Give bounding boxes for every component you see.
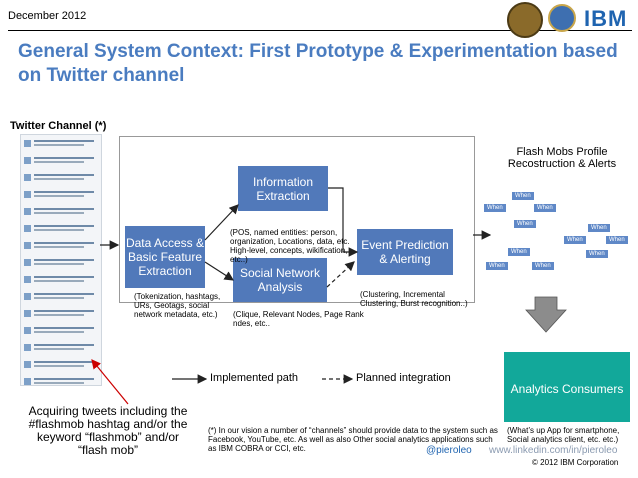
arrow-info-to-event <box>328 187 359 257</box>
arrow-data-to-sna <box>204 261 235 281</box>
clustering-annotation: (Clustering, Incremental Clustering, Bur… <box>360 290 468 308</box>
arrow-data-to-info <box>204 204 239 241</box>
when-node: When <box>514 220 536 228</box>
when-node: When <box>508 248 530 256</box>
information-extraction-box: Information Extraction <box>238 166 328 211</box>
when-node: When <box>486 262 508 270</box>
pos-annotation: (POS, named entities: person, organizati… <box>230 228 350 264</box>
tweet-stream-thumbnail <box>20 134 102 386</box>
red-pointer-arrow <box>91 359 129 405</box>
event-prediction-box: Event Prediction & Alerting <box>357 229 453 275</box>
flash-mobs-cluster: When When When When When When When When … <box>484 190 634 270</box>
when-node: When <box>606 236 628 244</box>
header-divider <box>8 30 632 31</box>
legend-planned: Planned integration <box>356 372 451 384</box>
twitter-handle-link[interactable]: @pieroleo <box>426 445 472 456</box>
acquiring-tweets-text: Acquiring tweets including the #flashmob… <box>28 404 188 457</box>
when-node: When <box>484 204 506 212</box>
legend-implemented: Implemented path <box>210 372 299 384</box>
secondary-logo <box>548 4 576 32</box>
linkedin-link[interactable]: www.linkedin.com/in/pieroleo <box>489 445 618 456</box>
copyright-text: © 2012 IBM Corporation <box>532 458 619 467</box>
when-node: When <box>588 224 610 232</box>
social-network-analysis-box: Social Network Analysis <box>233 258 327 302</box>
data-access-box: Data Access & Basic Feature Extraction <box>125 226 205 288</box>
when-node: When <box>586 250 608 258</box>
arrow-sna-to-event-planned <box>326 261 355 288</box>
flash-mobs-title: Flash Mobs Profile Recostruction & Alert… <box>507 146 617 170</box>
ibm-logo: IBM <box>584 6 628 31</box>
seal-logo <box>507 2 543 38</box>
when-node: When <box>534 204 556 212</box>
when-node: When <box>564 236 586 244</box>
channels-footnote: (*) In our vision a number of “channels”… <box>208 426 498 453</box>
analytics-note: (What’s up App for smartphone, Social an… <box>507 426 620 444</box>
when-node: When <box>512 192 534 200</box>
tokenization-annotation: (Tokenization, hashtags, URs, Geotags, s… <box>134 292 221 319</box>
twitter-channel-label: Twitter Channel (*) <box>10 120 107 132</box>
arrow-flashmobs-to-analytics <box>525 296 567 333</box>
slide-title: General System Context: First Prototype … <box>18 41 618 86</box>
date-label: December 2012 <box>8 10 87 22</box>
clique-annotation: (Clique, Relevant Nodes, Page Rank ndes,… <box>233 310 364 328</box>
analytics-consumers-box: Analytics Consumers <box>504 352 630 422</box>
when-node: When <box>532 262 554 270</box>
